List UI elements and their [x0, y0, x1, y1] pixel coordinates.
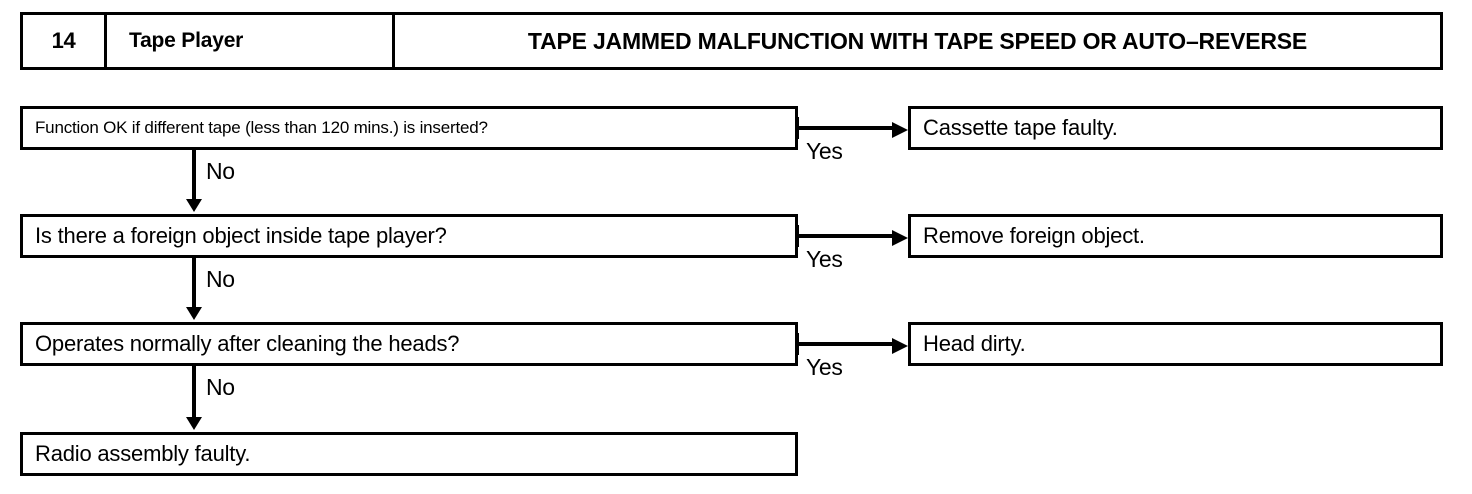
no-connector-line-3 [192, 366, 196, 421]
yes-arrowhead-icon-2 [892, 230, 908, 246]
final-result-box: Radio assembly faulty. [20, 432, 798, 476]
no-arrowhead-icon-3 [186, 417, 202, 430]
edge-label-no-3: No [206, 374, 235, 400]
yes-connector-line-2 [798, 234, 898, 238]
question-box-2-text: Is there a foreign object inside tape pl… [35, 223, 447, 248]
edge-label-yes-2: Yes [806, 246, 843, 272]
question-box-3: Operates normally after cleaning the hea… [20, 322, 798, 366]
edge-label-yes-3: Yes [806, 354, 843, 380]
edge-label-no-2: No [206, 266, 235, 292]
yes-connector-stub-1 [795, 117, 799, 139]
question-box-1-text: Function OK if different tape (less than… [35, 118, 488, 137]
yes-connector-stub-2 [795, 225, 799, 247]
question-box-3-text: Operates normally after cleaning the hea… [35, 331, 460, 356]
final-result-text: Radio assembly faulty. [35, 441, 251, 466]
header-table: 14 Tape Player TAPE JAMMED MALFUNCTION W… [20, 12, 1443, 70]
answer-box-1: Cassette tape faulty. [908, 106, 1443, 150]
edge-label-yes-1: Yes [806, 138, 843, 164]
question-box-2: Is there a foreign object inside tape pl… [20, 214, 798, 258]
question-box-1: Function OK if different tape (less than… [20, 106, 798, 150]
yes-connector-line-1 [798, 126, 898, 130]
header-system-name: Tape Player [107, 15, 395, 67]
yes-arrowhead-icon-1 [892, 122, 908, 138]
header-malfunction-title: TAPE JAMMED MALFUNCTION WITH TAPE SPEED … [527, 27, 1308, 54]
answer-box-2: Remove foreign object. [908, 214, 1443, 258]
answer-box-2-text: Remove foreign object. [923, 223, 1145, 248]
answer-box-3-text: Head dirty. [923, 331, 1026, 356]
header-chart-number: 14 [23, 15, 107, 67]
yes-connector-line-3 [798, 342, 898, 346]
answer-box-1-text: Cassette tape faulty. [923, 115, 1118, 140]
yes-arrowhead-icon-3 [892, 338, 908, 354]
yes-connector-stub-3 [795, 333, 799, 355]
no-arrowhead-icon-1 [186, 199, 202, 212]
no-arrowhead-icon-2 [186, 307, 202, 320]
edge-label-no-1: No [206, 158, 235, 184]
answer-box-3: Head dirty. [908, 322, 1443, 366]
no-connector-line-2 [192, 258, 196, 311]
no-connector-line-1 [192, 150, 196, 203]
